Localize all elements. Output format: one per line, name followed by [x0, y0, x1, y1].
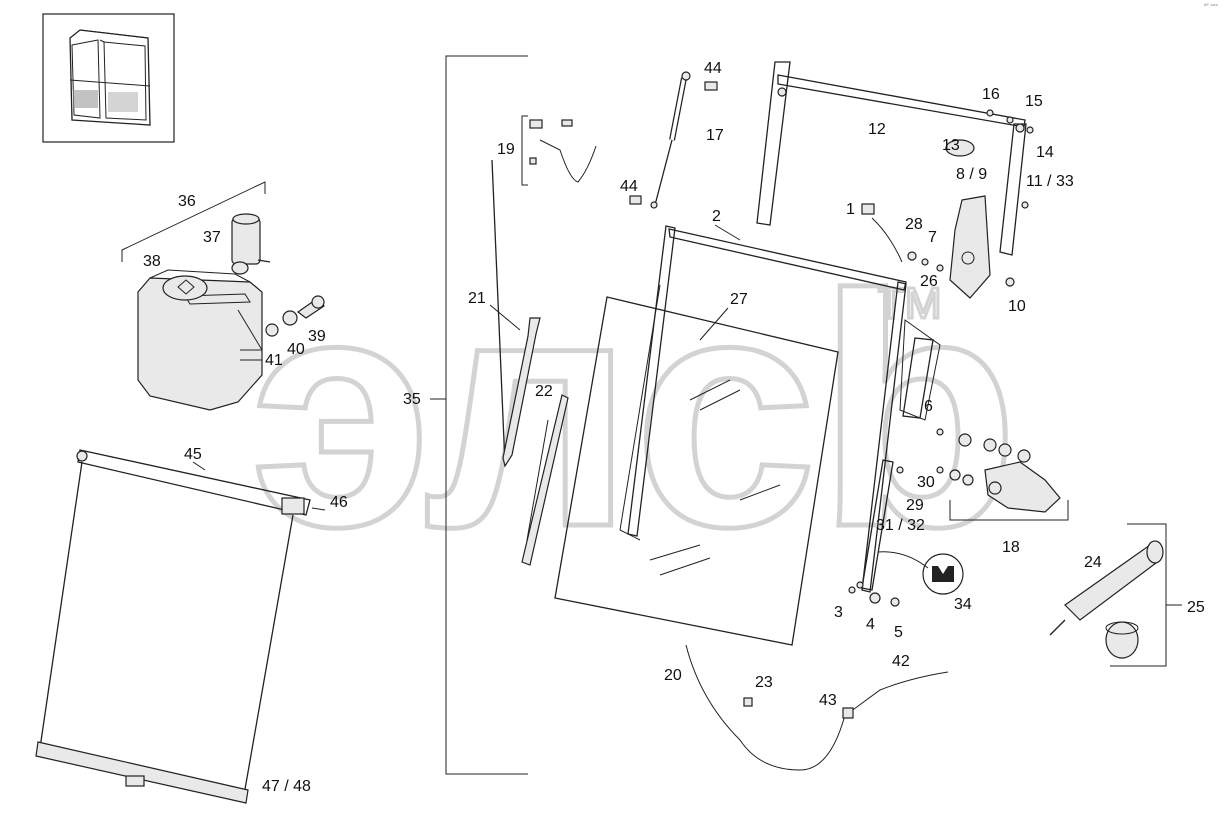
corner-mark: ᴬᴾ ᵒᵒᵒ	[1203, 3, 1218, 10]
bracket-35	[430, 55, 528, 775]
leader-lines	[192, 224, 741, 471]
label-6: 6	[924, 398, 933, 415]
label-24: 24	[1084, 554, 1102, 571]
label-14: 14	[1036, 144, 1054, 161]
label-21: 21	[468, 290, 486, 307]
label-36: 36	[178, 193, 196, 210]
label-18: 18	[1002, 539, 1020, 556]
label-23: 23	[755, 674, 773, 691]
clip-34	[877, 551, 964, 595]
label-45: 45	[184, 446, 202, 463]
cab-thumbnail	[42, 13, 175, 143]
sealant-tube	[1049, 523, 1182, 667]
label-43: 43	[819, 692, 837, 709]
label-39: 39	[308, 328, 326, 345]
label-2: 2	[712, 208, 721, 225]
label-30: 30	[917, 474, 935, 491]
label-5: 5	[894, 624, 903, 641]
label-15: 15	[1025, 93, 1043, 110]
label-44-top: 44	[704, 60, 722, 77]
label-22: 22	[535, 383, 553, 400]
wiper-blade	[521, 394, 569, 566]
guide-rail	[848, 459, 904, 607]
latch-assembly	[861, 109, 1034, 299]
label-1: 1	[846, 201, 855, 218]
label-13: 13	[942, 137, 960, 154]
label-17: 17	[706, 127, 724, 144]
callout-labels: 1 2 3 4 5 6 7 8 / 9 10 11 / 33 12 13 14 …	[143, 60, 1205, 795]
washer-reservoir-group	[121, 181, 325, 411]
label-8-9: 8 / 9	[956, 166, 987, 183]
label-47-48: 47 / 48	[262, 778, 311, 795]
label-20: 20	[664, 667, 682, 684]
label-4: 4	[866, 616, 875, 633]
label-16: 16	[982, 86, 1000, 103]
window-frame	[619, 225, 907, 593]
label-38: 38	[143, 253, 161, 270]
link-frame	[756, 61, 1027, 256]
label-28: 28	[905, 216, 923, 233]
gas-strut	[629, 71, 718, 209]
label-42: 42	[892, 653, 910, 670]
label-7: 7	[928, 229, 937, 246]
label-35: 35	[403, 391, 421, 408]
label-12: 12	[868, 121, 886, 138]
wiper-motor	[936, 428, 1069, 521]
label-46: 46	[330, 494, 348, 511]
hose-connector-19	[521, 115, 597, 186]
label-40: 40	[287, 341, 305, 358]
label-44-bottom: 44	[620, 178, 638, 195]
label-37: 37	[203, 229, 221, 246]
sunshade	[35, 449, 326, 804]
label-41: 41	[265, 352, 283, 369]
label-3: 3	[834, 604, 843, 621]
label-19: 19	[497, 141, 515, 158]
channel-6	[899, 319, 941, 421]
label-10: 10	[1008, 298, 1026, 315]
label-34: 34	[954, 596, 972, 613]
label-27: 27	[730, 291, 748, 308]
window-glass	[554, 296, 839, 646]
label-29: 29	[906, 497, 924, 514]
label-11-33: 11 / 33	[1026, 173, 1074, 190]
label-31-32: 31 / 32	[876, 517, 925, 534]
washer-hoses	[685, 644, 949, 771]
label-26: 26	[920, 273, 938, 290]
label-25: 25	[1187, 599, 1205, 616]
